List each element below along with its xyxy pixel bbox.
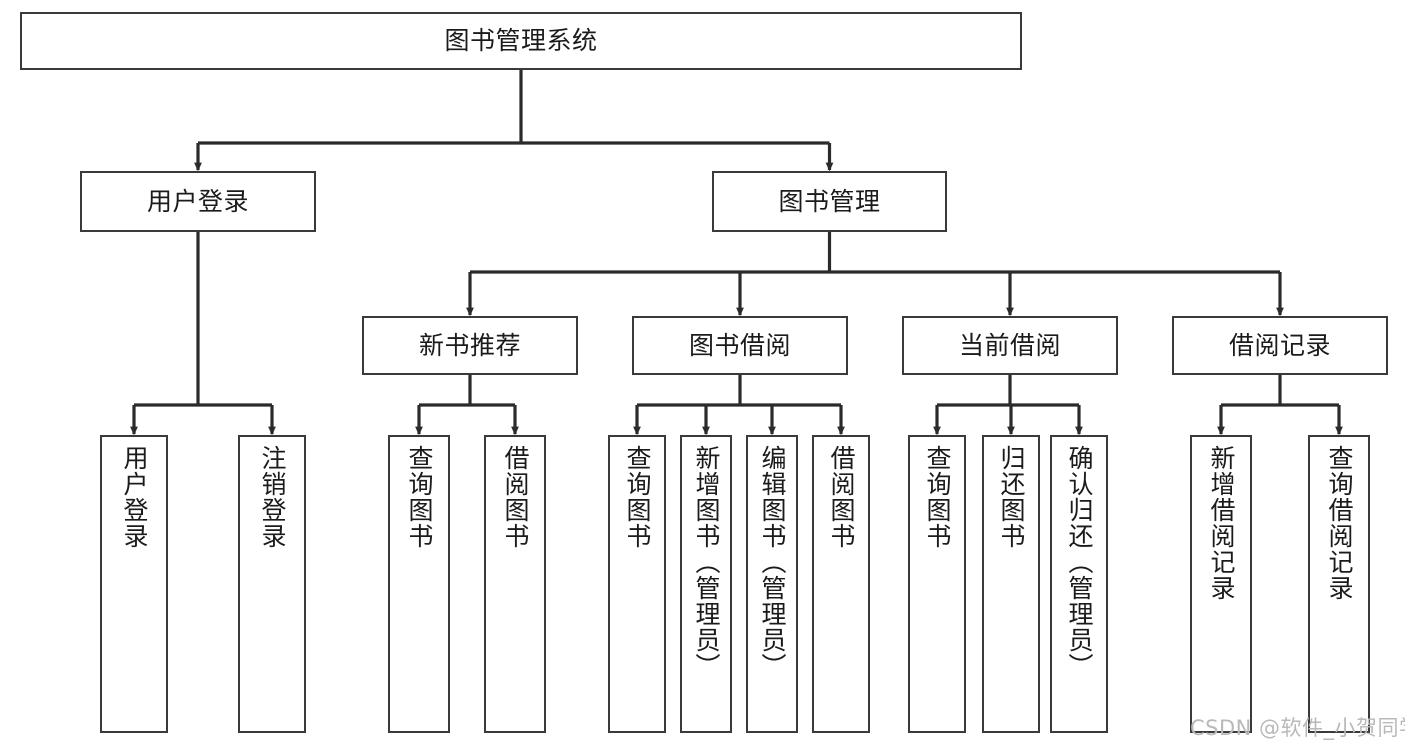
node-label: 查询图书 bbox=[405, 445, 434, 549]
node-label: 注销登录 bbox=[258, 445, 287, 549]
node-label: 查询图书 bbox=[923, 445, 952, 549]
node-newbook[interactable]: 新书推荐 bbox=[362, 316, 578, 375]
node-label: 查询图书 bbox=[623, 445, 652, 549]
node-label: 确认归还（管理员） bbox=[1065, 445, 1094, 679]
node-label: 新增图书（管理员） bbox=[692, 445, 721, 679]
node-label: 用户登录 bbox=[120, 445, 149, 549]
node-leaf-login-1[interactable]: 用户登录 bbox=[100, 435, 168, 733]
node-current[interactable]: 当前借阅 bbox=[902, 316, 1118, 375]
node-borrow[interactable]: 图书借阅 bbox=[632, 316, 848, 375]
node-label: 当前借阅 bbox=[958, 330, 1061, 360]
node-label: 归还图书 bbox=[997, 445, 1026, 549]
node-records[interactable]: 借阅记录 bbox=[1172, 316, 1388, 375]
node-leaf-borrow-1[interactable]: 查询图书 bbox=[608, 435, 666, 733]
node-leaf-borrow-4[interactable]: 借阅图书 bbox=[812, 435, 870, 733]
node-label: 借阅记录 bbox=[1228, 330, 1331, 360]
node-label: 借阅图书 bbox=[827, 445, 856, 549]
node-label: 查询借阅记录 bbox=[1325, 445, 1354, 601]
node-label: 新增借阅记录 bbox=[1207, 445, 1236, 601]
node-leaf-cur-1[interactable]: 查询图书 bbox=[908, 435, 966, 733]
node-leaf-new-1[interactable]: 查询图书 bbox=[388, 435, 450, 733]
node-label: 借阅图书 bbox=[501, 445, 530, 549]
node-leaf-cur-3[interactable]: 确认归还（管理员） bbox=[1050, 435, 1108, 733]
node-label: 图书管理系统 bbox=[444, 26, 598, 55]
node-root[interactable]: 图书管理系统 bbox=[20, 12, 1022, 70]
node-label: 图书管理 bbox=[778, 186, 881, 216]
node-leaf-login-2[interactable]: 注销登录 bbox=[238, 435, 306, 733]
node-leaf-rec-2[interactable]: 查询借阅记录 bbox=[1308, 435, 1370, 733]
node-leaf-cur-2[interactable]: 归还图书 bbox=[982, 435, 1040, 733]
node-leaf-new-2[interactable]: 借阅图书 bbox=[484, 435, 546, 733]
node-label: 图书借阅 bbox=[688, 330, 791, 360]
node-leaf-borrow-2[interactable]: 新增图书（管理员） bbox=[680, 435, 732, 733]
node-leaf-borrow-3[interactable]: 编辑图书（管理员） bbox=[746, 435, 798, 733]
node-label: 用户登录 bbox=[146, 186, 249, 216]
node-label: 新书推荐 bbox=[418, 330, 521, 360]
node-label: 编辑图书（管理员） bbox=[758, 445, 787, 679]
node-bookmgmt[interactable]: 图书管理 bbox=[712, 171, 947, 232]
node-leaf-rec-1[interactable]: 新增借阅记录 bbox=[1190, 435, 1252, 733]
node-login[interactable]: 用户登录 bbox=[80, 171, 316, 232]
